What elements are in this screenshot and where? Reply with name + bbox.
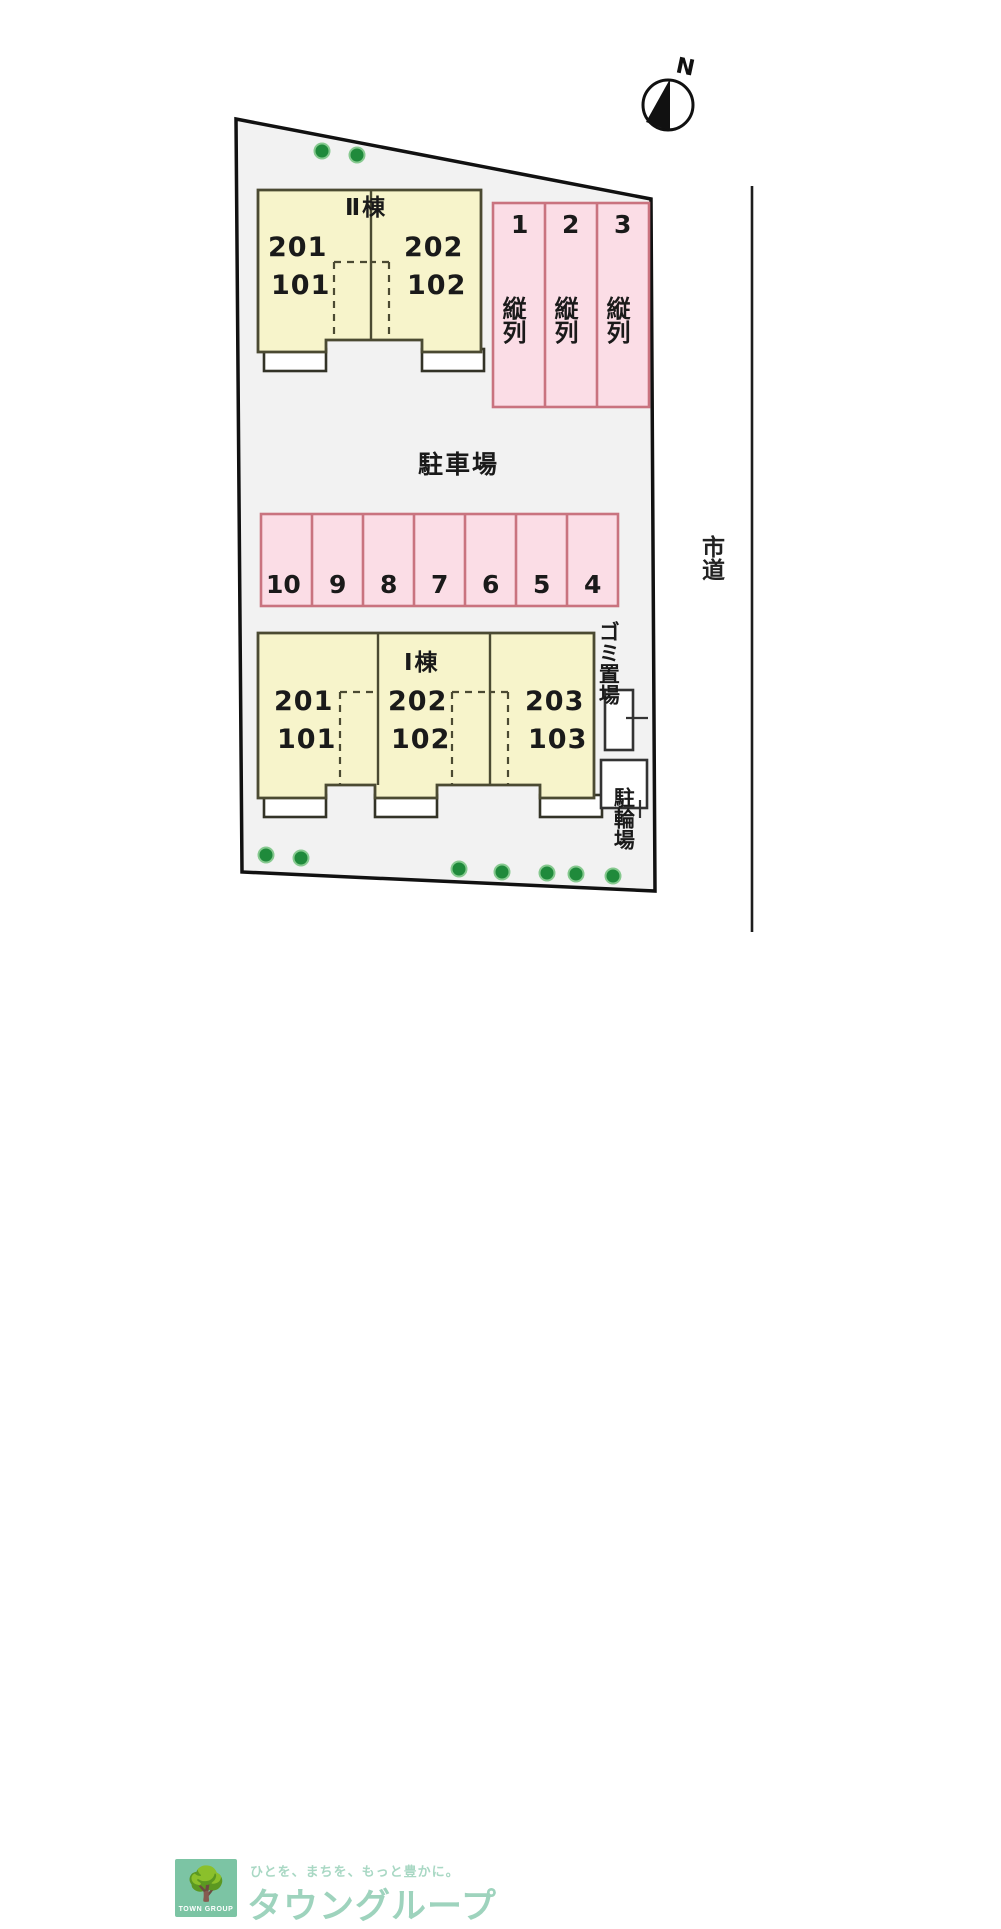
building-2-unit-202: 202 xyxy=(404,232,464,263)
building-2-unit-201: 201 xyxy=(268,232,328,263)
building-2-unit-101: 101 xyxy=(271,270,331,301)
row-stall-7: 7 xyxy=(431,570,449,599)
brand-logo-mark: 🌳 TOWN GROUP xyxy=(175,1859,237,1917)
brand-name: タウングループ xyxy=(247,1887,497,1927)
row-parking-block xyxy=(259,512,620,608)
building-2-name: Ⅱ棟 xyxy=(345,195,388,221)
service-structures xyxy=(599,688,649,818)
row-stall-6: 6 xyxy=(482,570,500,599)
tandem-stall-3-number: 3 xyxy=(614,210,632,239)
trash-box xyxy=(603,688,635,752)
building-2-unit-102: 102 xyxy=(407,270,467,301)
tandem-stall-3-type: 縦列 xyxy=(602,296,630,344)
tandem-stall-1-type: 縦列 xyxy=(498,296,526,344)
parking-area-label: 駐車場 xyxy=(418,450,500,479)
tandem-stall-2-number: 2 xyxy=(562,210,580,239)
building-1-name: Ⅰ棟 xyxy=(404,650,440,676)
building-1-unit-103: 103 xyxy=(528,724,588,755)
tandem-parking-block xyxy=(491,201,651,409)
bicycle-area-label: 駐輪場 xyxy=(611,787,636,850)
city-road-label: 市道 xyxy=(697,535,724,581)
trash-area-label: ゴミ置場 xyxy=(596,621,621,705)
compass-rose xyxy=(641,78,695,132)
row-stall-5: 5 xyxy=(533,570,551,599)
tree-icon: 🌳 xyxy=(185,1864,227,1902)
tandem-stall-2-type: 縦列 xyxy=(550,296,578,344)
building-1-shape xyxy=(256,631,604,819)
site-plan-svg xyxy=(234,78,754,932)
row-stall-10: 10 xyxy=(266,570,301,599)
site-plan-canvas: Ⅱ棟 201 101 202 102 1 縦列 2 縦列 3 縦列 駐車場 10… xyxy=(0,53,1001,1927)
building-1-unit-201: 201 xyxy=(274,686,334,717)
building-1-unit-203: 203 xyxy=(525,686,585,717)
row-stall-9: 9 xyxy=(329,570,347,599)
shrub-dots xyxy=(257,142,622,885)
row-stall-4: 4 xyxy=(584,570,602,599)
row-stall-8: 8 xyxy=(380,570,398,599)
building-1-unit-202: 202 xyxy=(388,686,448,717)
tandem-stall-1-number: 1 xyxy=(511,210,529,239)
building-1-unit-102: 102 xyxy=(391,724,451,755)
building-2-shape xyxy=(256,188,486,373)
brand-mark-text: TOWN GROUP xyxy=(178,1906,234,1913)
footer-branding: 🌳 TOWN GROUP ひとを、まちを、もっと豊かに。 タウングループ xyxy=(0,925,1001,1927)
building-1-unit-101: 101 xyxy=(277,724,337,755)
